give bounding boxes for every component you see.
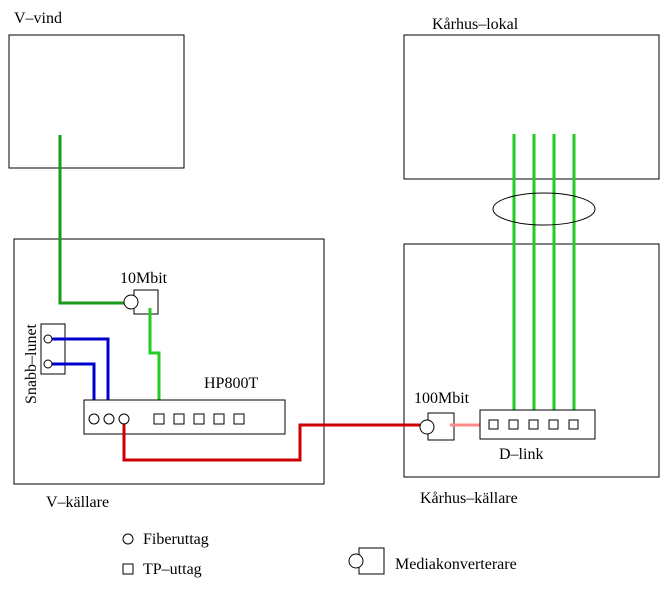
tp-cable-10mbit (148, 308, 161, 414)
legend-mediaconverter-label: Mediakonverterare (395, 556, 517, 573)
snabb-lunet-port-1 (43, 334, 53, 344)
dlink-port-4 (548, 419, 559, 430)
dlink-port-3 (528, 419, 539, 430)
room-v-kallare (13, 238, 325, 485)
dlink-port-2 (508, 419, 519, 430)
hp-tp-port-5 (233, 413, 245, 425)
hp-tp-port-2 (173, 413, 185, 425)
hp-fiber-port-2 (103, 413, 115, 425)
dlink-port-5 (568, 419, 579, 430)
hp-tp-port-4 (213, 413, 225, 425)
legend-mediaconverter-icon (348, 553, 364, 569)
dlink-port-1 (488, 419, 499, 430)
cable-bundle-ellipse (492, 192, 596, 226)
room-label-v-kallare: V–källare (46, 494, 109, 511)
hp-fiber-port-3 (118, 413, 130, 425)
hp-fiber-port-1 (88, 413, 100, 425)
fiber-port-100mbit (419, 419, 435, 435)
blue-fiber-cable-2 (48, 362, 96, 417)
blue-fiber-cable-1 (48, 337, 110, 417)
room-karhus-kallare (403, 243, 660, 478)
room-v-vind (8, 34, 185, 169)
label-dlink: D–link (499, 446, 543, 463)
label-10mbit: 10Mbit (120, 270, 168, 287)
room-karhus-lokal (403, 34, 660, 180)
room-label-karhus-kallare: Kårhus–källare (420, 490, 518, 507)
hp-tp-port-1 (153, 413, 165, 425)
hp-tp-port-3 (193, 413, 205, 425)
legend-tp-icon (122, 563, 134, 575)
label-hp800t: HP800T (204, 375, 258, 392)
legend-tp-label: TP–uttag (143, 561, 202, 578)
red-fiber-cable (122, 420, 420, 462)
label-100mbit: 100Mbit (414, 390, 470, 407)
room-label-karhus-lokal: Kårhus–lokal (432, 16, 519, 33)
room-label-v-vind: V–vind (14, 10, 62, 27)
legend-fiber-icon (122, 533, 134, 545)
fiber-port-10mbit (123, 294, 139, 310)
legend-fiber-label: Fiberuttag (143, 531, 209, 548)
label-snabb-lunet: Snabb–lunet (23, 323, 40, 404)
snabb-lunet-port-2 (43, 359, 53, 369)
fiber-cable-vind (58, 135, 124, 305)
